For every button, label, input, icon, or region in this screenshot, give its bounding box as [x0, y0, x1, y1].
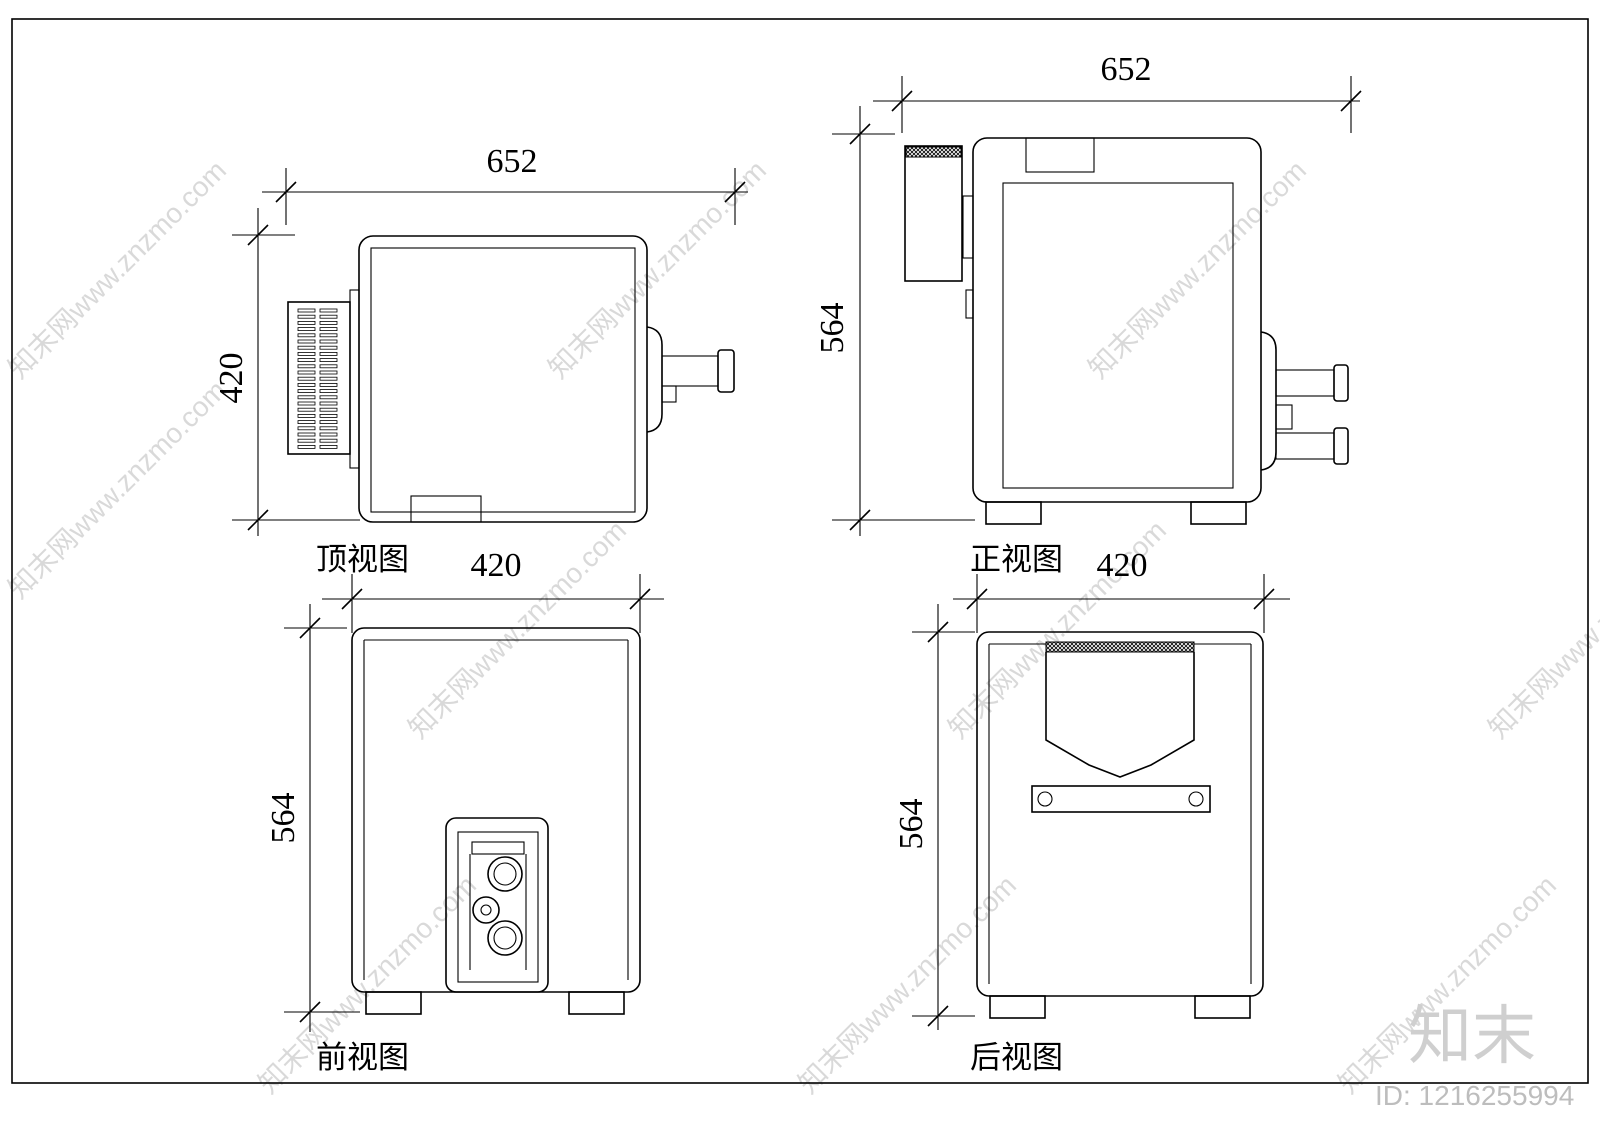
- watermark-text: 知末网www.znzmo.com: [2, 154, 232, 384]
- top-grille: [297, 308, 338, 449]
- rear-view: 420 564: [893, 547, 1290, 1030]
- front-elevation-title: 正视图: [970, 542, 1063, 578]
- vent-slot: [297, 401, 316, 406]
- front-width-dimension: 420: [471, 547, 522, 584]
- top-view: 652 420: [213, 143, 748, 536]
- vent-slot: [319, 320, 338, 325]
- sheet-border: [11, 18, 1589, 1084]
- vent-slot: [297, 351, 316, 356]
- vent-slot: [319, 333, 338, 338]
- elevation-height-dimension: 564: [814, 303, 851, 354]
- front-elevation-view: 652 564: [814, 51, 1362, 536]
- vent-slot: [319, 401, 338, 406]
- vent-slot: [297, 382, 316, 387]
- vent-slot: [319, 308, 338, 313]
- mesh-strip: [905, 146, 962, 158]
- vent-slot: [297, 339, 316, 344]
- vent-slot: [297, 376, 316, 381]
- vent-slot: [319, 389, 338, 394]
- watermark-text: 知末网www.znzmo.com: [1482, 514, 1600, 744]
- vent-slot: [297, 395, 316, 400]
- vent-slot: [297, 420, 316, 425]
- vent-slot: [319, 413, 338, 418]
- vent-slot: [319, 351, 338, 356]
- watermark-logo: 知末: [1408, 1000, 1536, 1074]
- rear-view-title: 后视图: [970, 1040, 1063, 1076]
- vent-slot: [319, 327, 338, 332]
- vent-slot: [297, 444, 316, 449]
- vent-slot: [319, 395, 338, 400]
- vent-slot: [319, 376, 338, 381]
- vent-slot: [319, 426, 338, 431]
- vent-slot: [297, 370, 316, 375]
- vent-slot: [319, 420, 338, 425]
- rear-width-dimension: 420: [1097, 547, 1148, 584]
- top-height-dimension: 420: [213, 353, 250, 404]
- vent-slot: [297, 389, 316, 394]
- vent-slot: [297, 413, 316, 418]
- vent-slot: [297, 432, 316, 437]
- vent-slot: [319, 438, 338, 443]
- vent-slot: [297, 407, 316, 412]
- image-id-label: ID: 1216255994: [1375, 1080, 1574, 1111]
- rear-height-dimension: 564: [893, 799, 930, 850]
- vent-slot: [319, 358, 338, 363]
- front-height-dimension: 564: [265, 793, 302, 844]
- top-width-dimension: 652: [487, 143, 538, 180]
- vent-slot: [297, 333, 316, 338]
- elevation-width-dimension: 652: [1101, 51, 1152, 88]
- vent-slot: [319, 444, 338, 449]
- vent-slot: [319, 370, 338, 375]
- vent-slot: [297, 345, 316, 350]
- watermark-text: 知末网www.znzmo.com: [1082, 154, 1312, 384]
- vent-slot: [297, 314, 316, 319]
- top-view-title: 顶视图: [316, 542, 409, 578]
- vent-slot: [319, 407, 338, 412]
- vent-slot: [319, 432, 338, 437]
- vent-slot: [297, 320, 316, 325]
- vent-slot: [297, 358, 316, 363]
- front-view-title: 前视图: [316, 1040, 409, 1076]
- front-view: 420 564: [265, 547, 664, 1032]
- watermark-layer: 知末网www.znzmo.com 知末网www.znzmo.com 知末网www…: [2, 154, 1600, 1099]
- vent-slot: [297, 426, 316, 431]
- watermark-text: 知末网www.znzmo.com: [2, 374, 232, 604]
- vent-slot: [319, 345, 338, 350]
- vent-slot: [297, 364, 316, 369]
- mesh-strip: [1045, 641, 1195, 653]
- vent-slot: [297, 438, 316, 443]
- vent-slot: [319, 314, 338, 319]
- vent-slot: [319, 382, 338, 387]
- vent-slot: [297, 308, 316, 313]
- vent-slot: [319, 339, 338, 344]
- vent-slot: [319, 364, 338, 369]
- vent-slot: [297, 327, 316, 332]
